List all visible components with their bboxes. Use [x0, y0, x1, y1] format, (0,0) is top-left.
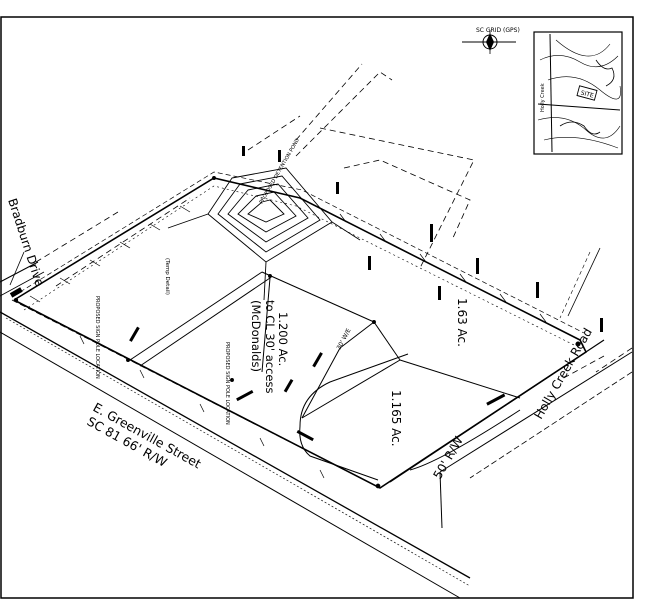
detention-pond	[167, 167, 361, 301]
greenville-street-row	[0, 299, 471, 599]
holly-creek-road-row	[389, 247, 633, 529]
detention-pond-label: PROPOSED DETENTION POND	[259, 137, 301, 205]
vicinity-site-label: SITE	[580, 90, 595, 100]
bradburn-drive-label: Bradburn Drive	[5, 197, 47, 288]
north-arrow-label: SC GRID (GPS)	[476, 27, 520, 34]
sign-pole-right-label: PROPOSED SIGN POLE LOCATION	[224, 342, 230, 425]
parking-outline	[299, 353, 521, 481]
lot-b-acreage: 1.63 Ac.	[455, 298, 469, 347]
north-arrow: SC GRID (GPS)	[462, 27, 520, 54]
vicinity-map: SITE Holly Creek	[533, 31, 623, 155]
lot-a-tenant: (McDonalds)	[249, 300, 263, 372]
bradburn-drive-row	[0, 251, 45, 297]
holly-creek-road-name: Holly Creek Road	[531, 326, 594, 422]
vicinity-site-marker	[576, 85, 598, 101]
lot-c-acreage: 1.165 Ac.	[389, 390, 403, 447]
lot-a-access-note: to CL 30' access	[263, 300, 277, 394]
sign-pole-left-label: PROPOSED SIGN POLE LOCATION	[94, 296, 100, 379]
vicinity-road-label: Holly Creek	[540, 83, 546, 112]
holly-creek-road-row: 50' R/W	[430, 434, 466, 481]
offsite-lines	[35, 63, 633, 381]
easement-label: (Temp Detail)	[164, 258, 170, 295]
access-width-label: 30' W/E	[336, 327, 353, 351]
utility-ticks	[13, 176, 581, 489]
survey-note-marks	[9, 146, 603, 442]
sheet-border	[0, 16, 634, 599]
lot-lines	[129, 271, 521, 419]
lot-a-acreage: 1.200 Ac.	[276, 312, 290, 366]
